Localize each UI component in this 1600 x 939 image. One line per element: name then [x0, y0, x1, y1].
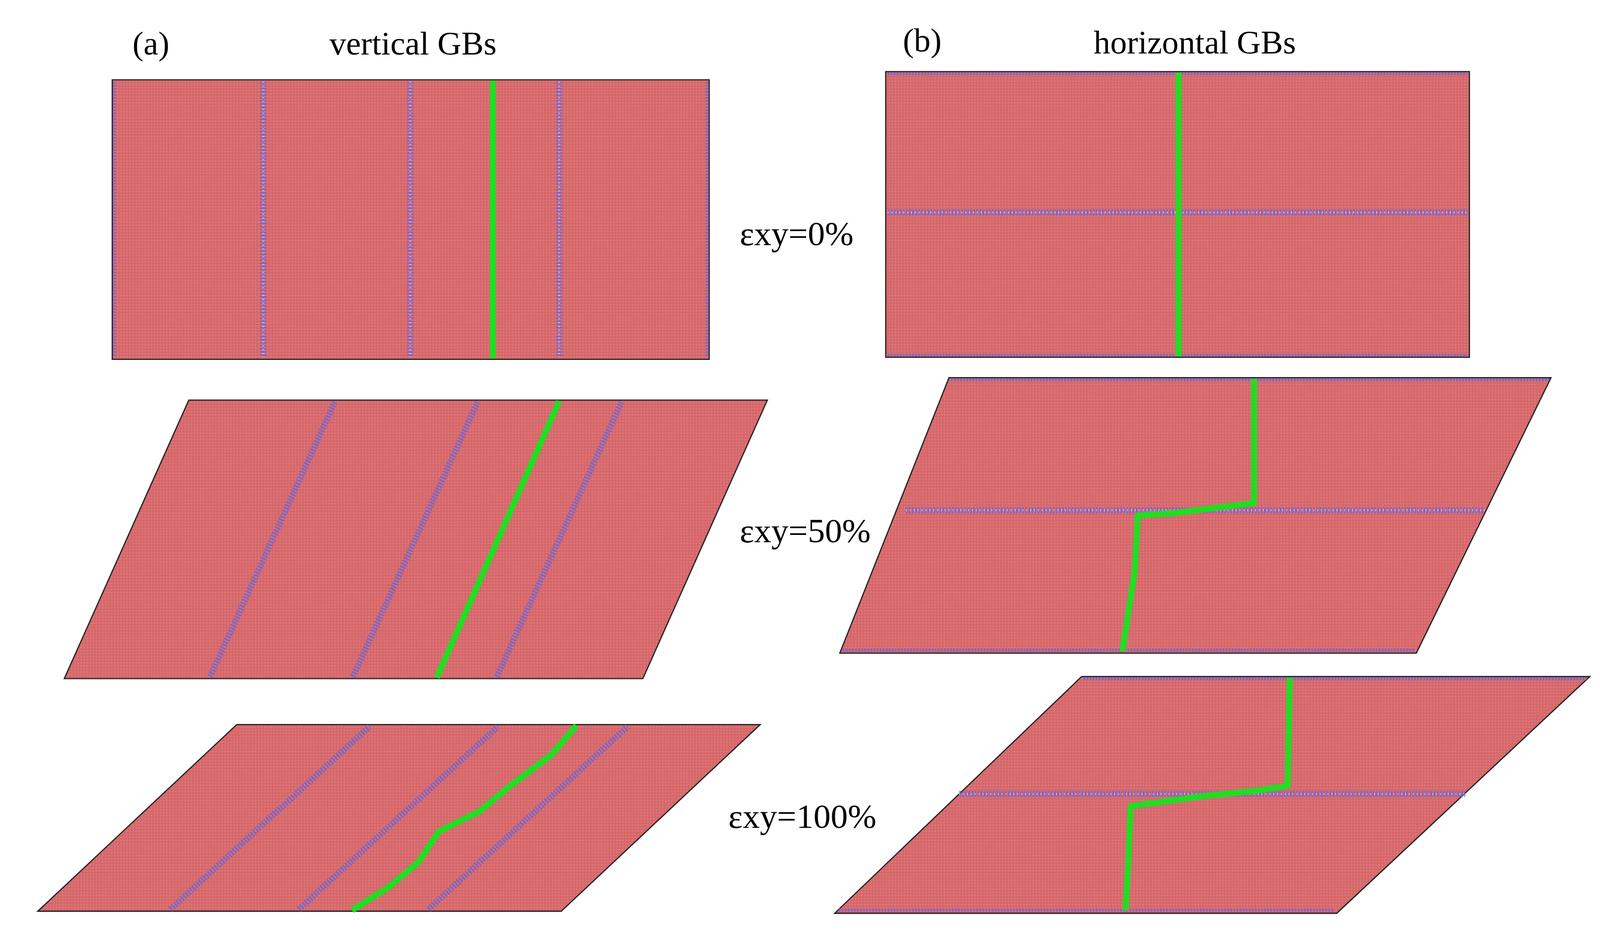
strain-label: εxy=100% — [728, 799, 877, 834]
panel-title: horizontal GBs — [1093, 25, 1296, 60]
strain-label: εxy=50% — [739, 513, 871, 549]
panel-title: vertical GBs — [329, 27, 497, 61]
strain-label: εxy=0% — [739, 216, 854, 251]
panel-letter: (a) — [132, 27, 170, 61]
panel-letter: (b) — [902, 23, 942, 58]
